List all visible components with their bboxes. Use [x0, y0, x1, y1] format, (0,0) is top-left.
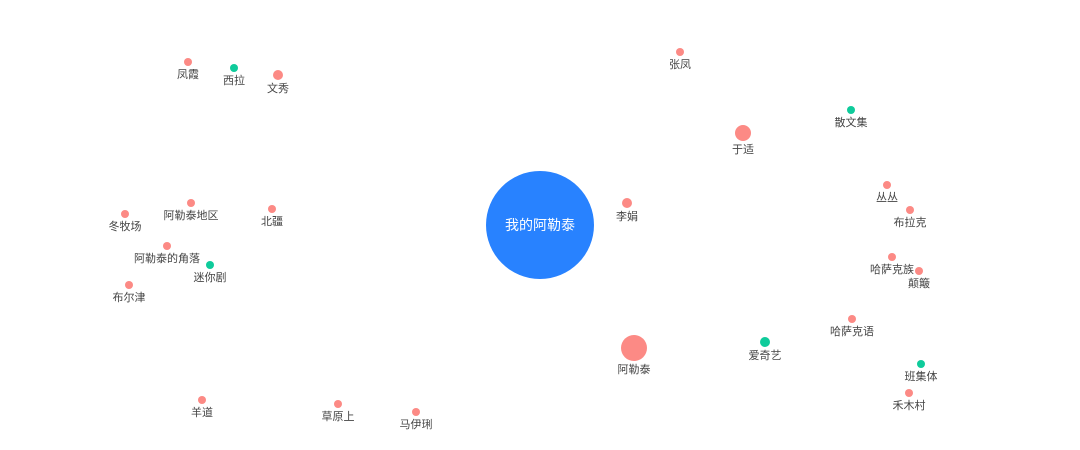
graph-node-label: 哈萨克族: [870, 263, 914, 276]
graph-node-label: 阿勒泰地区: [163, 209, 219, 222]
graph-node[interactable]: [847, 106, 855, 114]
graph-node[interactable]: [621, 335, 647, 361]
graph-node[interactable]: [230, 64, 238, 72]
graph-node-label: 冬牧场: [108, 220, 142, 233]
graph-node[interactable]: [905, 389, 913, 397]
graph-node-label: 北疆: [261, 215, 283, 228]
graph-node[interactable]: [760, 337, 770, 347]
graph-node-label: 马伊琍: [399, 418, 433, 431]
graph-node[interactable]: [121, 210, 129, 218]
graph-node[interactable]: [334, 400, 342, 408]
graph-node[interactable]: [883, 181, 891, 189]
graph-node-label: 班集体: [904, 370, 938, 383]
graph-node[interactable]: [125, 281, 133, 289]
graph-node-label: 阿勒泰的角落: [134, 252, 200, 265]
graph-node-label: 布拉克: [893, 216, 927, 229]
graph-node-label: 阿勒泰: [617, 363, 651, 376]
graph-node-label: 于适: [732, 143, 754, 156]
graph-node[interactable]: [184, 58, 192, 66]
graph-node-label: 羊道: [191, 406, 213, 419]
graph-node-label: 张凤: [669, 58, 691, 71]
graph-node[interactable]: [412, 408, 420, 416]
graph-node-label: 西拉: [223, 74, 245, 87]
graph-node-label: 颠簸: [908, 277, 930, 290]
graph-node-label: 李娟: [616, 210, 638, 223]
graph-node[interactable]: [268, 205, 276, 213]
graph-node-label: 迷你剧: [193, 271, 227, 284]
graph-node[interactable]: [735, 125, 751, 141]
graph-node-label: 哈萨克语: [830, 325, 874, 338]
graph-node[interactable]: [915, 267, 923, 275]
graph-node[interactable]: [848, 315, 856, 323]
graph-node[interactable]: [622, 198, 632, 208]
graph-node[interactable]: [198, 396, 206, 404]
graph-node[interactable]: [906, 206, 914, 214]
graph-node[interactable]: [273, 70, 283, 80]
graph-node-label: 爱奇艺: [748, 349, 782, 362]
graph-node[interactable]: [187, 199, 195, 207]
graph-node-label: 丛丛: [876, 191, 898, 204]
center-node-label: 我的阿勒泰: [505, 218, 575, 234]
graph-node-label: 凤霞: [177, 68, 199, 81]
graph-node[interactable]: [163, 242, 171, 250]
graph-node-label: 禾木村: [892, 399, 926, 412]
graph-node[interactable]: [917, 360, 925, 368]
center-node[interactable]: 我的阿勒泰: [486, 171, 594, 279]
graph-node-label: 散文集: [834, 116, 868, 129]
graph-node[interactable]: [676, 48, 684, 56]
graph-node[interactable]: [888, 253, 896, 261]
graph-node[interactable]: [206, 261, 214, 269]
graph-node-label: 文秀: [267, 82, 289, 95]
graph-node-label: 草原上: [321, 410, 355, 423]
graph-node-label: 布尔津: [112, 291, 146, 304]
